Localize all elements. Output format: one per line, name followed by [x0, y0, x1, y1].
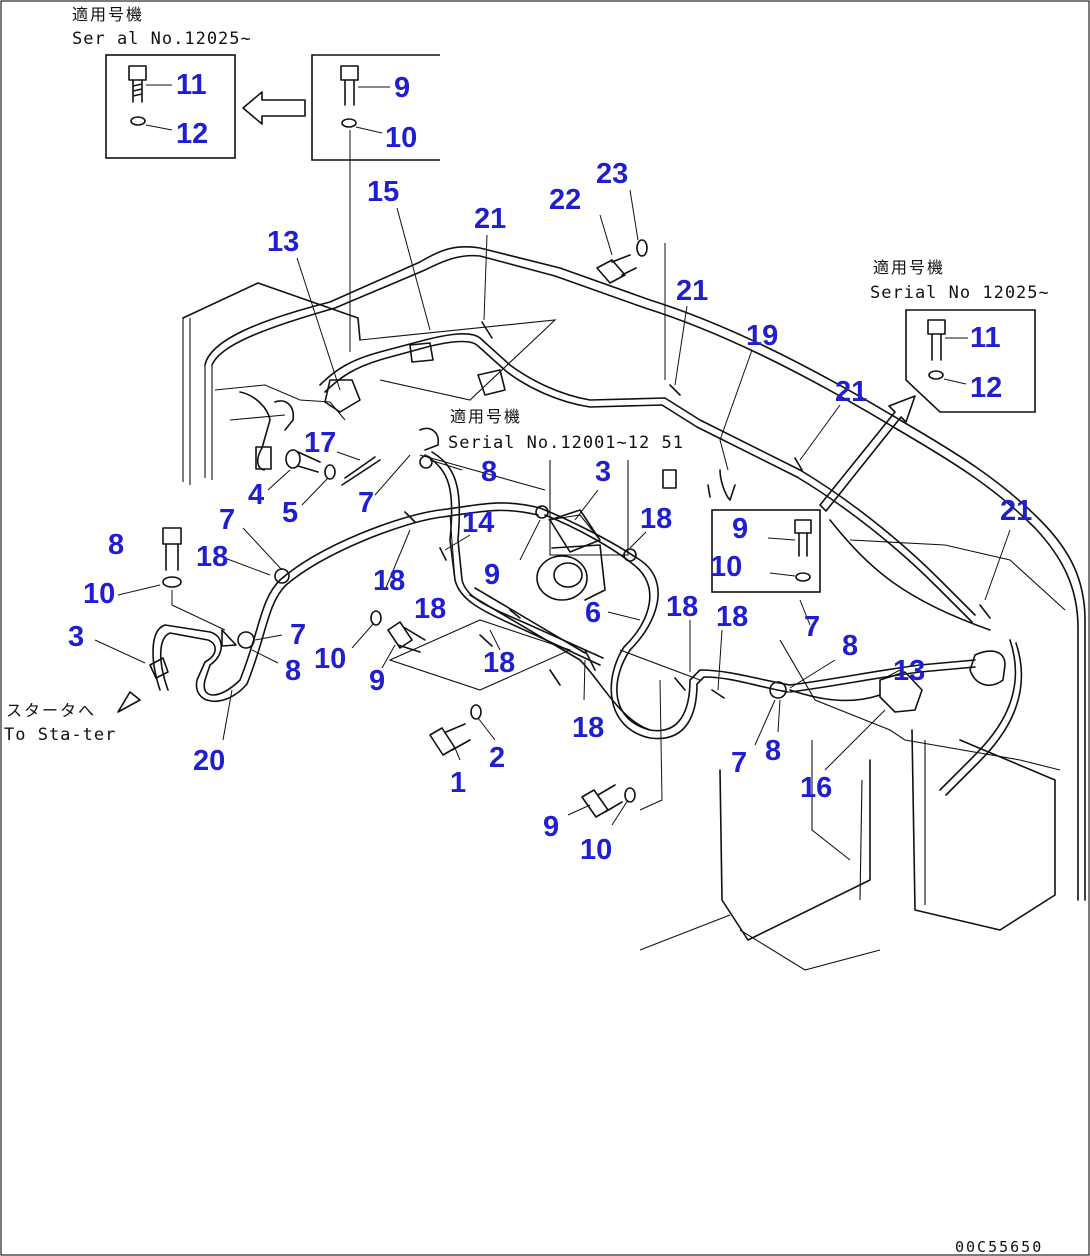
callout-7: 7 — [731, 747, 747, 779]
callout-12: 12 — [970, 372, 1002, 404]
callout-3: 3 — [595, 456, 611, 488]
callout-8: 8 — [285, 655, 301, 687]
callout-2: 2 — [489, 742, 505, 774]
drawing-code: 00C55650 — [955, 1238, 1043, 1256]
callout-10: 10 — [710, 551, 742, 583]
callout-10: 10 — [385, 122, 417, 154]
callout-21: 21 — [474, 203, 506, 235]
callout-15: 15 — [367, 176, 399, 208]
callout-14: 14 — [462, 507, 494, 539]
callout-16: 16 — [800, 772, 832, 804]
bolt-9e — [581, 784, 636, 818]
bolt-22 — [596, 239, 648, 284]
callout-20: 20 — [193, 745, 225, 777]
note-applicable-jp-2: 適用号機 — [450, 407, 522, 426]
callout-8: 8 — [481, 456, 497, 488]
callout-22: 22 — [549, 184, 581, 216]
callout-13: 13 — [893, 655, 925, 687]
callout-13: 13 — [267, 226, 299, 258]
callout-11: 11 — [176, 69, 207, 101]
callout-4: 4 — [248, 479, 264, 511]
callout-8: 18 — [196, 541, 228, 573]
callout-21: 21 — [676, 275, 708, 307]
callout-9: 9 — [732, 513, 748, 545]
callout-1: 1 — [450, 767, 466, 799]
callout-9: 9 — [394, 72, 410, 104]
connector-13b — [969, 650, 1006, 686]
callout-18: 18 — [483, 647, 515, 679]
callout-11: 11 — [970, 322, 1001, 354]
arrow-left-outline — [242, 91, 306, 125]
detail-box-serial-12025-left — [105, 54, 236, 159]
detail-box-serial-12025-right — [905, 309, 1036, 413]
note-starter-jp: スタータへ — [6, 701, 96, 720]
machine-frame-outline — [182, 245, 1086, 971]
callout-17: 17 — [304, 427, 336, 459]
callout-10: 10 — [83, 578, 115, 610]
callout-21: 21 — [835, 376, 867, 408]
callout-21: 21 — [1000, 495, 1032, 527]
callout-3: 3 — [68, 621, 84, 653]
connector-16 — [879, 671, 923, 713]
callout-5: 5 — [282, 497, 298, 529]
relay-box-3 — [549, 460, 629, 556]
callout-12: 12 — [176, 118, 208, 150]
clamps — [221, 321, 991, 699]
callout-8: 8 — [765, 735, 781, 767]
bolt-1 — [429, 704, 482, 756]
callout-9: 8 — [108, 529, 124, 561]
bolt-9b — [162, 527, 226, 631]
callout-7: 7 — [290, 619, 306, 651]
switch-assembly-17 — [239, 342, 736, 501]
callout-18: 18 — [414, 593, 446, 625]
callout-10: 10 — [580, 834, 612, 866]
callout-6: 6 — [585, 597, 601, 629]
callout-10: 10 — [314, 643, 346, 675]
note-serial-1: Ser al No.12025~ — [72, 29, 252, 49]
bolt-4 — [285, 449, 336, 480]
callout-9: 9 — [543, 811, 559, 843]
callout-8: 8 — [842, 630, 858, 662]
note-applicable-jp-3: 適用号機 — [873, 258, 945, 277]
callout-18: 9 — [484, 559, 500, 591]
note-to-starter: To Sta-ter — [4, 725, 116, 745]
bolt-9c — [370, 610, 426, 653]
horn-component — [536, 514, 606, 601]
callout-9: 9 — [369, 665, 385, 697]
note-serial-3: Serial No 12025~ — [870, 283, 1050, 303]
callout-23: 23 — [596, 158, 628, 190]
detail-box-serial-12001 — [711, 509, 821, 593]
leader-lines — [94, 189, 1011, 826]
terminal-3a — [117, 657, 169, 713]
callout-7: 7 — [219, 504, 235, 536]
callout-18: 18 — [666, 591, 698, 623]
callout-18: 18 — [640, 503, 672, 535]
callout-7: 7 — [804, 611, 820, 643]
callout-7: 7 — [358, 487, 374, 519]
callout-labels: 11 12 9 10 15 21 22 23 13 21 19 11 12 21… — [68, 69, 1032, 866]
callout-18: 18 — [373, 565, 405, 597]
callout-18: 18 — [572, 712, 604, 744]
note-serial-2: Serial No.12001~12 51 — [448, 433, 684, 453]
note-applicable-jp-1: 適用号機 — [72, 5, 144, 24]
callout-19: 19 — [746, 320, 778, 352]
callout-18: 18 — [716, 601, 748, 633]
